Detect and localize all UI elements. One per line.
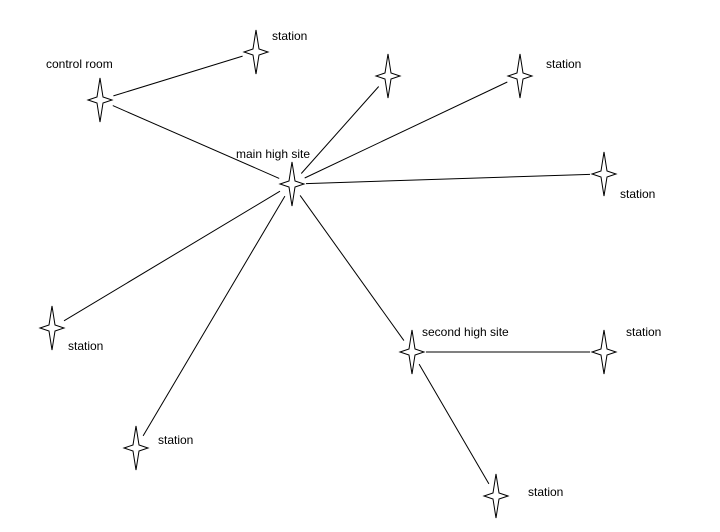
node-second-label: second high site: [422, 325, 509, 339]
node-st_top-star-icon: [242, 29, 270, 75]
edge-main-st_w: [63, 190, 281, 322]
nodes-layer: [38, 29, 618, 519]
node-st_se2-star-icon: [482, 473, 510, 519]
node-main-star-icon: [278, 161, 306, 207]
edge-second-st_se2: [418, 363, 490, 485]
edge-main-st_e: [305, 173, 591, 185]
labels-layer: control room main high site station station…: [46, 29, 661, 499]
node-st_w-star-icon: [38, 305, 66, 351]
node-st_sw-star-icon: [122, 425, 150, 471]
node-st_sw-label: station: [158, 433, 193, 447]
edge-main-second: [299, 195, 405, 341]
node-st_se1-star-icon: [590, 329, 618, 375]
node-st_e-star-icon: [590, 151, 618, 197]
node-st_e-label: station: [620, 187, 655, 201]
node-control-label: control room: [46, 57, 113, 71]
node-st_se2-label: station: [528, 485, 563, 499]
node-second-star-icon: [398, 329, 426, 375]
node-st_top-label: station: [272, 29, 307, 43]
node-main-label: main high site: [236, 147, 310, 161]
edges-layer: [63, 55, 591, 485]
node-st_ne-label: station: [546, 57, 581, 71]
node-st_w-label: station: [68, 339, 103, 353]
node-control-star-icon: [86, 77, 114, 123]
node-st_unlabeled-star-icon: [374, 53, 402, 99]
edge-control-main: [112, 105, 280, 179]
edge-main-st_sw: [142, 195, 286, 437]
edge-control-st_top: [113, 55, 243, 97]
edge-main-st_ne: [304, 81, 508, 179]
node-st_se1-label: station: [626, 325, 661, 339]
edge-main-st_unlabeled: [300, 86, 380, 174]
node-st_ne-star-icon: [506, 53, 534, 99]
